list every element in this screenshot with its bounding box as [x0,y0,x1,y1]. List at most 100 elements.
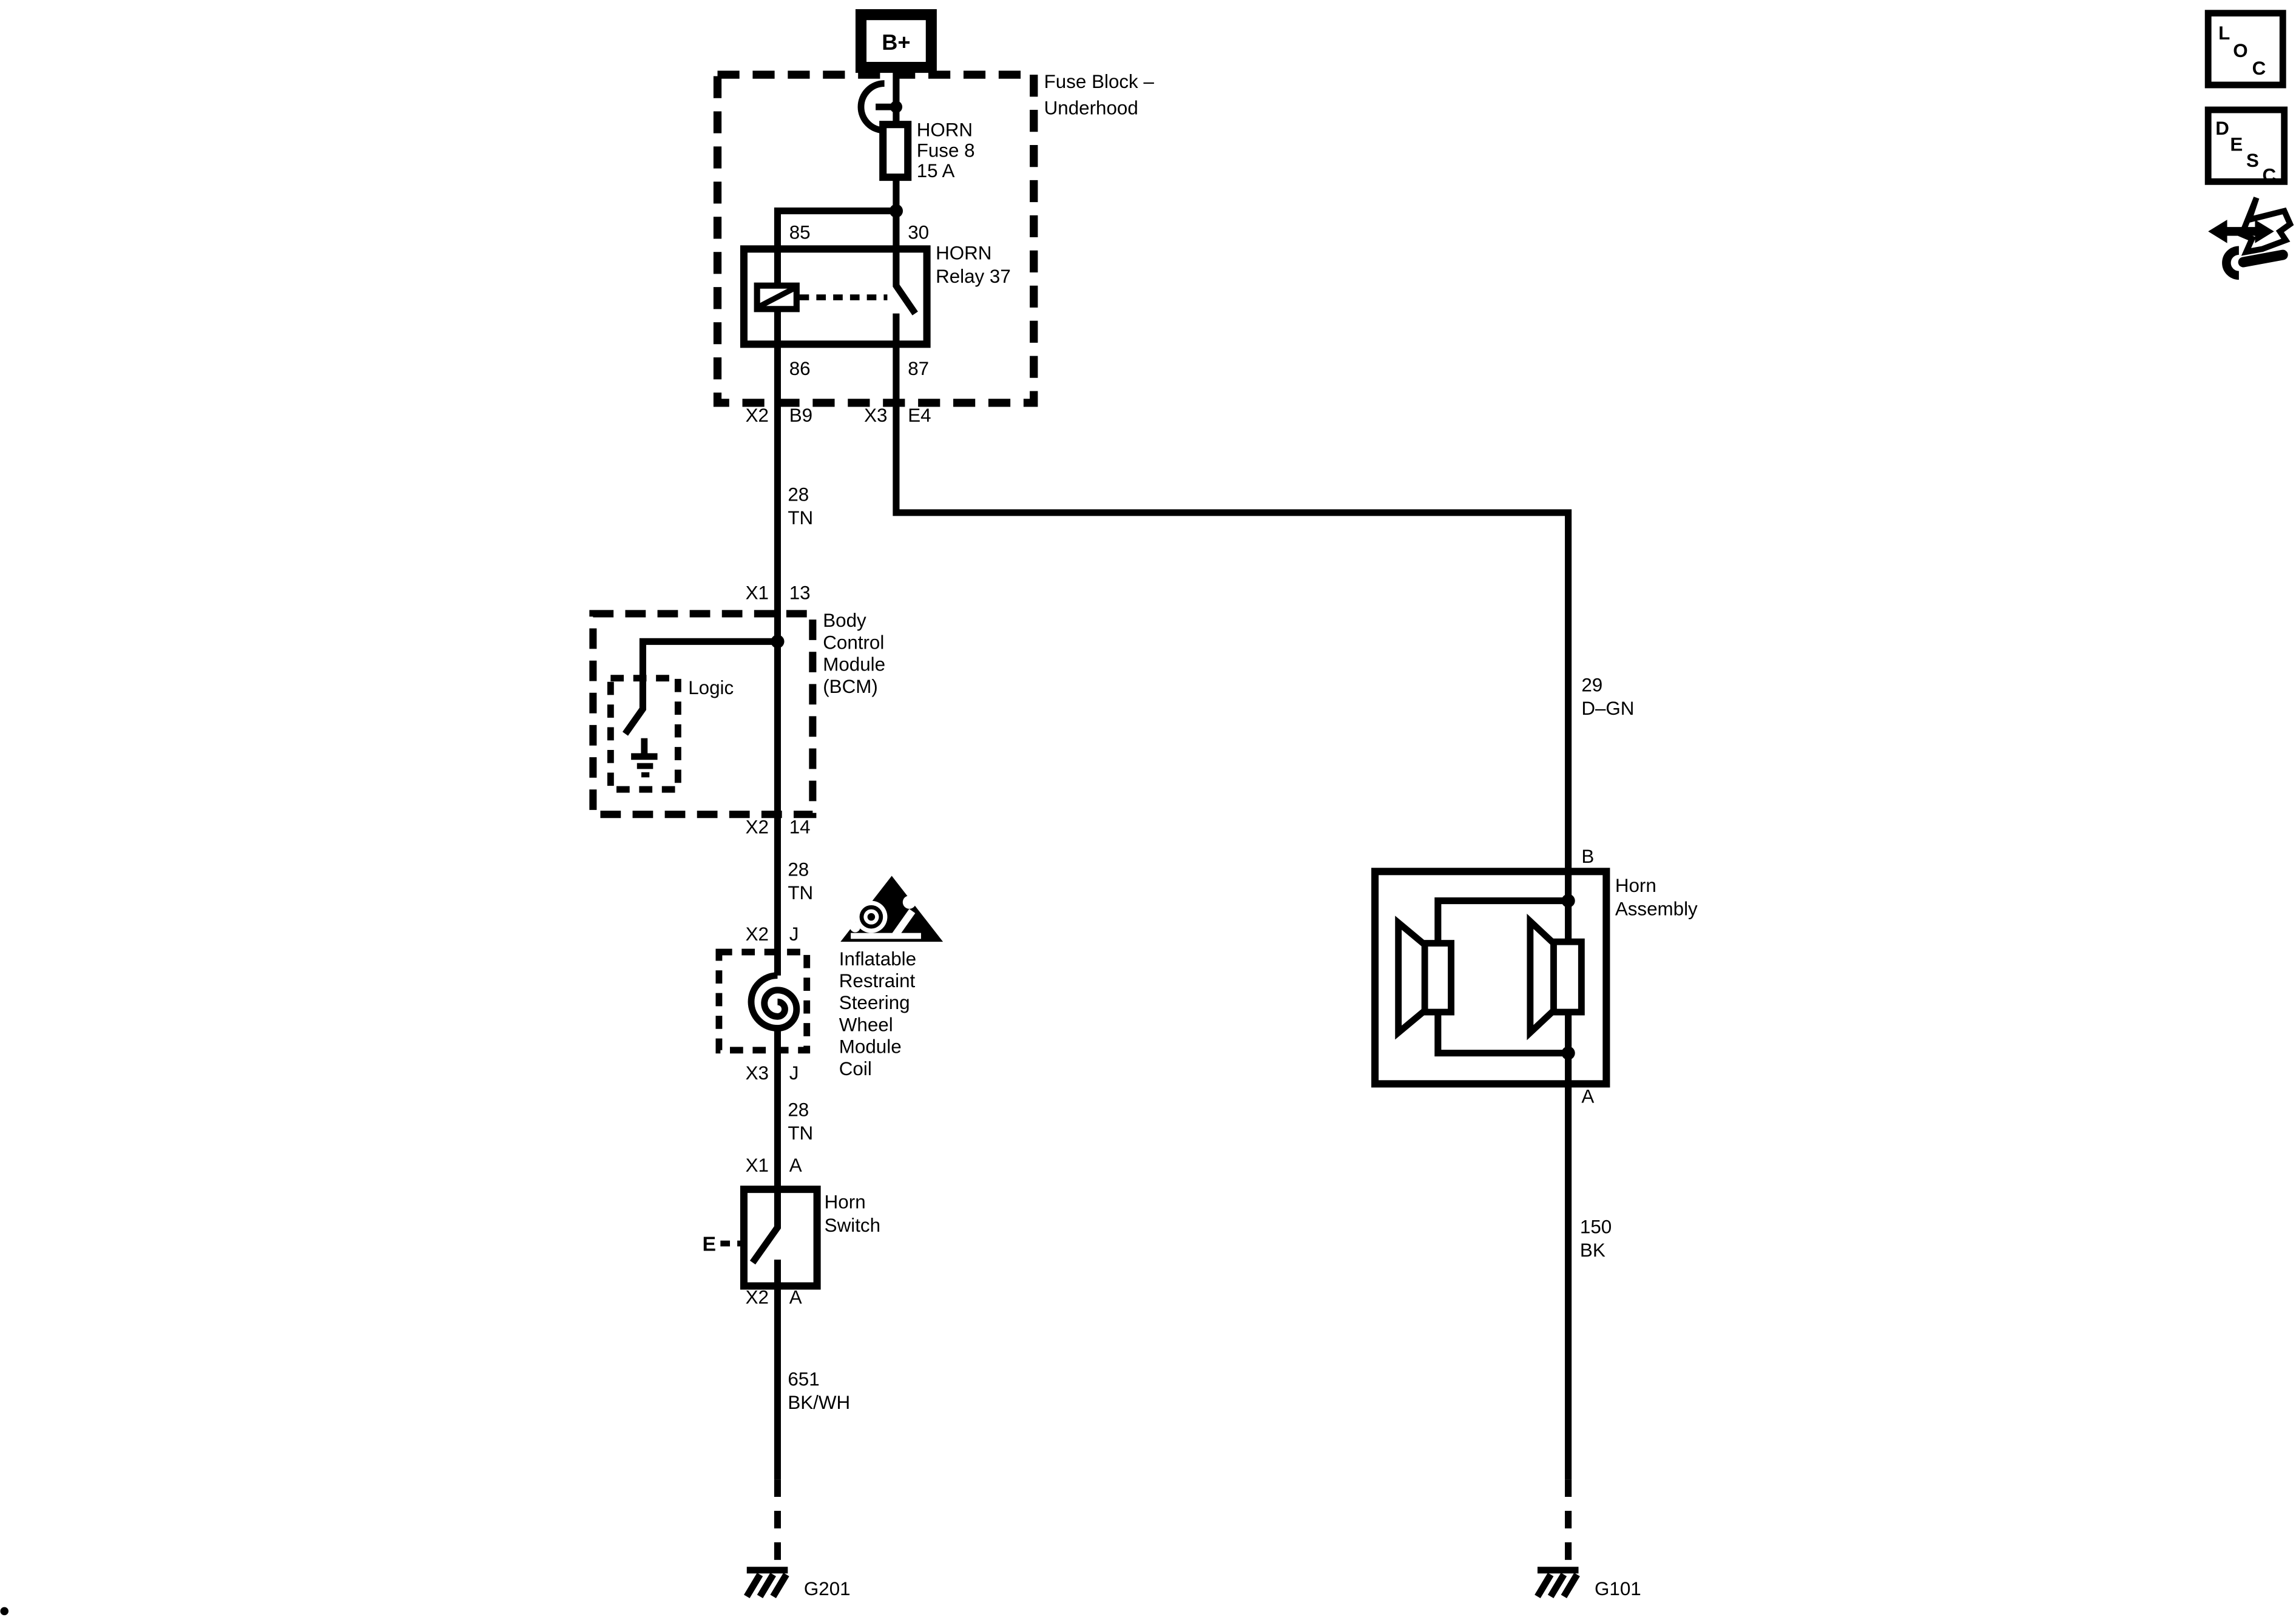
stray-period-dot [0,1607,8,1616]
desc-letter-e: E [2230,134,2243,155]
ground-symbol [744,1567,789,1599]
wire-label-651-bkwh: 651 BK/WH [788,1369,850,1414]
horn-assembly-title-line1: Horn [1615,875,1656,896]
ground-label: G101 [1595,1578,1641,1599]
service-info-button[interactable] [2208,197,2294,280]
relay-label-line2: Relay 37 [936,266,1011,287]
outline-arrow-icon [2238,197,2294,256]
terminal-id: J [789,923,799,945]
connector-x2-a: X2 A [746,1286,802,1308]
fuse-label-line2: Fuse 8 [917,140,975,161]
circuit-number: 28 [788,1099,809,1120]
terminal-id: J [789,1062,799,1084]
horn-switch: E Horn Switch [703,1186,880,1290]
connector-x1-a: X1 A [746,1155,802,1176]
fuse-label-line3: 15 A [917,160,955,181]
connector-id: X2 [746,1286,769,1308]
connector-id: X1 [746,1155,769,1176]
connector-x2-14: X2 14 [746,817,811,838]
coil-title-line4: Wheel [839,1014,893,1035]
right-horn-flare [1527,913,1556,1041]
connector-x2-j: X2 J [746,923,799,945]
loc-box[interactable] [2204,10,2286,89]
ground-label: G201 [804,1578,851,1599]
sir-airbag-warning-icon [840,876,944,942]
wire-label-28-tn-3: 28 TN [788,1099,813,1144]
connector-x3-j: X3 J [746,1062,799,1084]
connector-x2-b9: X2 B9 [746,405,812,426]
wire-color: TN [788,507,813,528]
horn-terminal-b: B [1581,846,1594,867]
connector-id: X2 [746,817,769,838]
occupant-torso [891,908,916,938]
ground-g101: G101 [1535,1567,1641,1599]
fuse-block-dashed-border [713,70,1038,407]
horn-fuse: HORN Fuse 8 15 A [879,119,975,181]
coil-dashed-border [715,948,811,1054]
horn-terminal-a: A [1581,1086,1594,1107]
terminal-id: 13 [789,582,811,603]
horn-assembly-title-line2: Assembly [1615,899,1698,920]
double-arrow-right-head [2255,220,2274,243]
coil-title-line6: Coil [839,1058,872,1079]
connector-id: X3 [864,405,887,426]
wire-label-28-tn-2: 28 TN [788,859,813,904]
coil-title-line2: Restraint [839,970,916,991]
left-horn-flare [1395,916,1427,1040]
b-plus-label: B+ [882,30,910,55]
horn-switch-title-line1: Horn [825,1192,866,1213]
bcm-title-line4: (BCM) [823,676,878,697]
junction-dot-fuse-split [889,204,903,218]
coil-title-line5: Module [839,1036,902,1058]
relay-pin-87: 87 [908,358,929,379]
double-arrow-left-head [2208,220,2227,243]
coil-title-line3: Steering [839,992,910,1013]
bcm-title-line3: Module [823,654,885,675]
fuse-label-line1: HORN [917,119,973,140]
fuse-block-underhood: Fuse Block – Underhood [713,70,1154,407]
loc-letter-o: O [2233,40,2247,61]
junction-dot-horn-top [1561,894,1575,908]
horn-assembly: Horn Assembly [1371,868,1698,1088]
description-button[interactable]: D E S C [2204,106,2288,186]
desc-letter-s: S [2246,150,2259,171]
relay-pin-86: 86 [789,358,811,379]
connector-id: X2 [746,405,769,426]
ground-g201: G201 [744,1567,851,1599]
wire-color: BK [1580,1240,1606,1261]
clip-junction-dot [890,101,903,113]
wire-relay-87-to-horn [893,344,1572,872]
loc-letter-l: L [2218,22,2230,44]
airbag-ring-core [867,913,876,921]
fuse-block-title-line2: Underhood [1044,97,1138,118]
desc-letter-d: D [2215,118,2229,139]
relay-pin-30: 30 [908,221,929,243]
coil-title-line1: Inflatable [839,948,916,970]
wire-color: TN [788,1122,813,1144]
ground-symbol [1535,1567,1580,1599]
terminal-id: A [789,1286,802,1308]
wire-label-150-bk: 150 BK [1580,1217,1612,1261]
connector-x1-13: X1 13 [746,582,811,603]
circuit-number: 28 [788,859,809,880]
desc-letter-c: C [2262,164,2276,186]
wire-color: D–GN [1581,698,1634,719]
connector-id: X3 [746,1062,769,1084]
relay-label-line1: HORN [936,242,991,263]
junction-dot-horn-bottom [1561,1046,1575,1060]
seat-back-blob [849,922,860,933]
connector-id: X2 [746,923,769,945]
right-horn-driver [1550,938,1585,1016]
circuit-number: 150 [1580,1217,1612,1238]
body-control-module: Body Control Module (BCM) Logic [589,610,885,819]
relay-pin-85: 85 [789,221,811,243]
relay-switch-contact [893,249,918,345]
clockspring-coil-symbol [748,972,800,1032]
loc-letter-c: C [2252,58,2266,79]
wire-color: TN [788,882,813,903]
location-button[interactable]: L O C [2204,10,2286,89]
desc-box[interactable] [2204,106,2288,185]
battery-positive-terminal: B+ [855,9,937,73]
